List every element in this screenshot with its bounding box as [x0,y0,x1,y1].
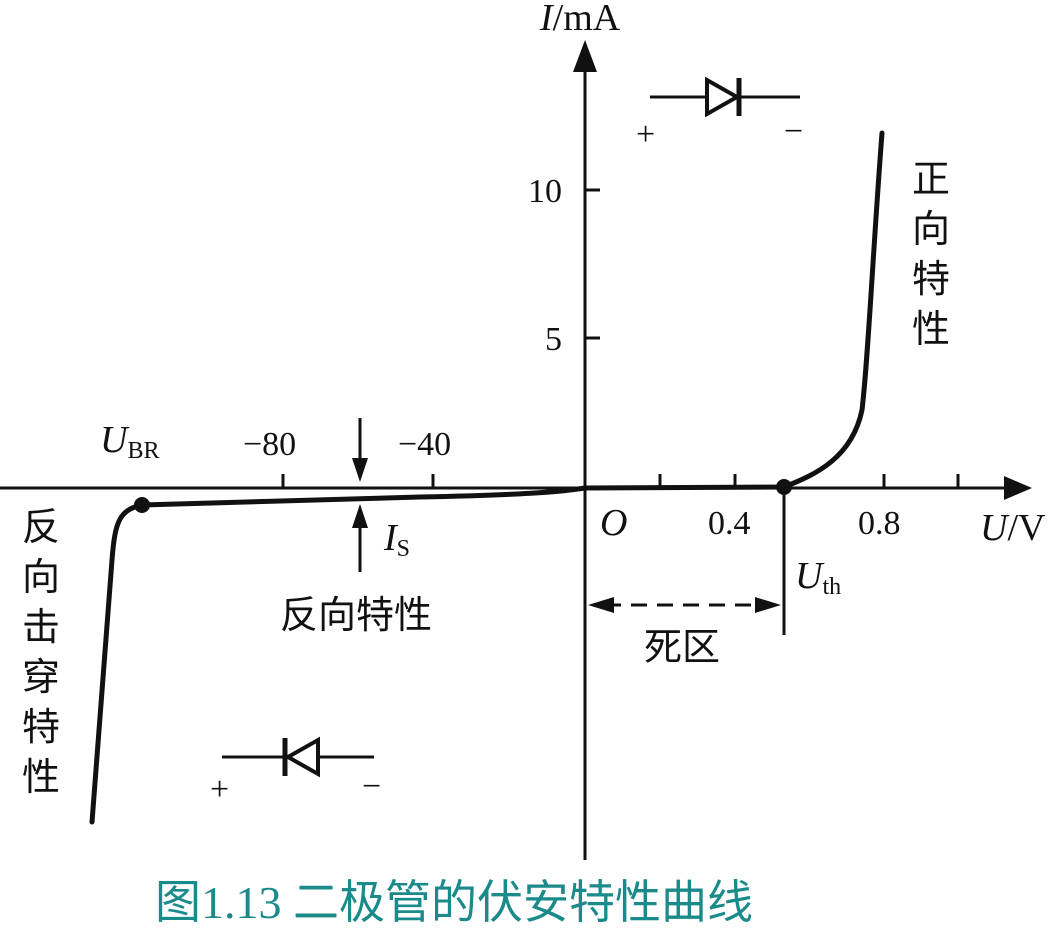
svg-text:穿: 穿 [22,655,60,699]
dead-zone-left-arrow-icon [588,597,614,613]
diode-reverse-plus: + [210,771,229,808]
y-axis-arrow-icon [573,40,597,72]
diode-forward-icon [650,76,800,118]
dead-zone-right-arrow-icon [755,597,781,613]
diode-forward-minus: − [784,113,803,150]
y-tick-label-5: 5 [545,321,562,358]
dead-zone-label: 死区 [644,625,720,669]
svg-text:特: 特 [22,705,60,749]
x-tick-label-0.4: 0.4 [708,505,751,542]
svg-text:反: 反 [22,505,60,549]
svg-text:特: 特 [912,257,950,301]
diode-reverse-icon [222,736,374,778]
forward-curve [582,130,885,491]
x-tick-label-neg-40: −40 [398,426,451,463]
figure-caption: 图1.13 二极管的伏安特性曲线 [155,877,753,928]
is-label: IS [383,517,410,562]
is-arrow-down-icon [352,458,368,482]
diode-reverse-minus: − [362,768,381,805]
y-tick-label-10: 10 [528,173,562,210]
diode-forward-plus: + [636,116,655,153]
origin-label: O [600,502,627,544]
reverse-breakdown-label: 反 向 击 穿 特 性 [22,505,60,799]
svg-text:正: 正 [912,157,950,201]
y-axis-title: I/mA [539,0,621,39]
x-tick-label-neg-80: −80 [243,426,296,463]
svg-text:性: 性 [912,307,950,351]
x-axis-arrow-icon [1004,476,1032,500]
svg-text:向: 向 [912,207,950,251]
uth-point [776,479,792,495]
svg-text:击: 击 [22,605,60,649]
x-axis-title: U/V [980,507,1046,549]
ubr-point [134,497,150,513]
reverse-characteristic-label: 反向特性 [280,593,432,637]
reverse-curve [89,485,588,825]
uth-label: Uth [795,555,841,600]
is-arrow-up-icon [352,504,368,528]
svg-text:性: 性 [22,755,60,799]
svg-text:向: 向 [22,555,60,599]
x-tick-label-0.8: 0.8 [858,505,901,542]
forward-characteristic-label: 正 向 特 性 [912,157,950,351]
ubr-label: UBR [100,419,159,464]
